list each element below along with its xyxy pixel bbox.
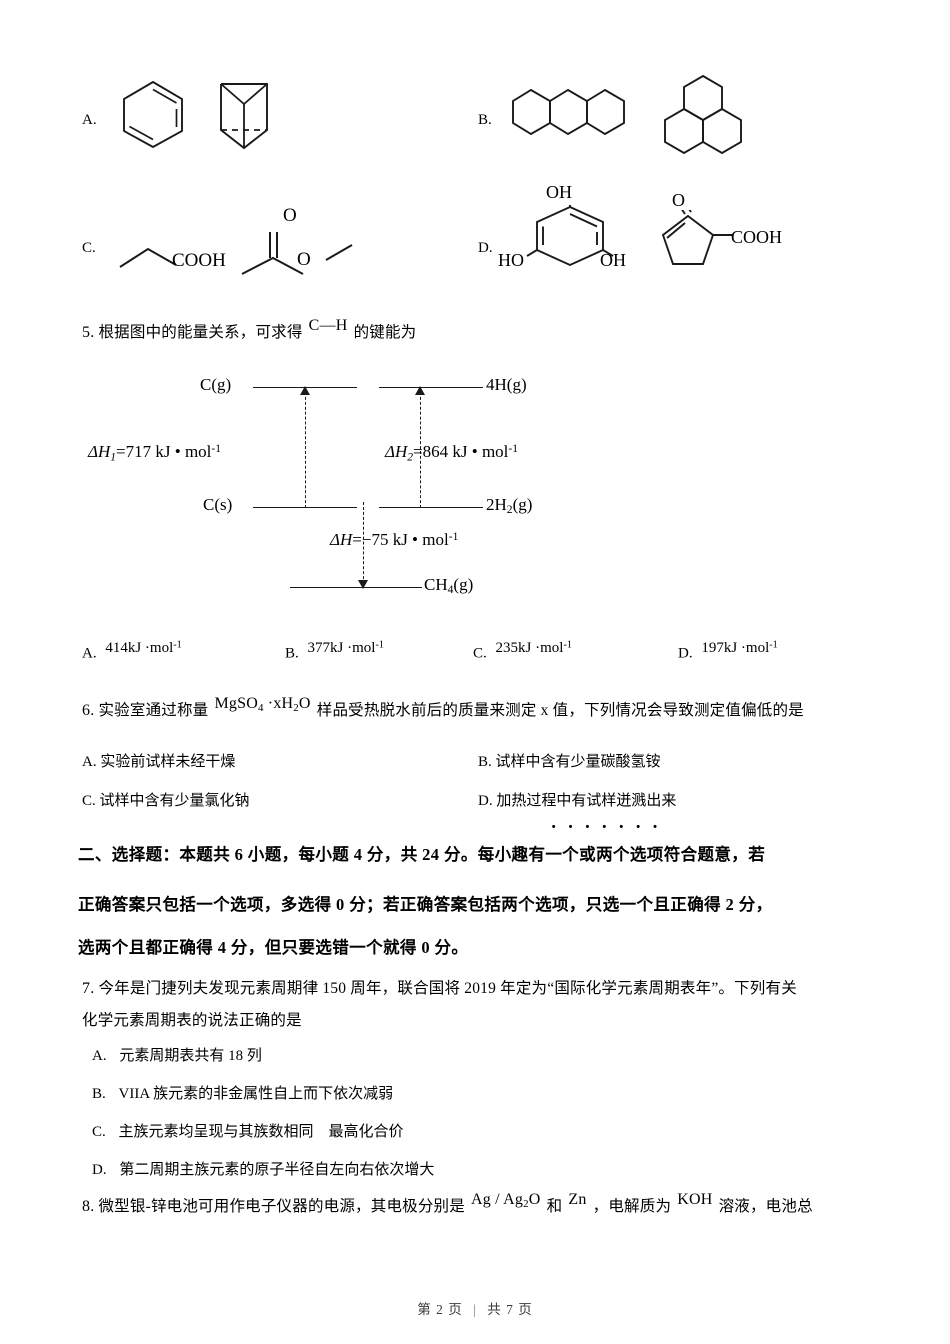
question-6-stem: 6. 实验室通过称量 MgSO4 ·xH2O 样品受热脱水前后的质量来测定 x … xyxy=(82,695,804,726)
question-7-number: 7. xyxy=(82,980,95,997)
question-5-option-c: C. 235kJ ·mol-1 xyxy=(473,639,572,662)
level-label-cg: C(g) xyxy=(200,375,232,394)
question-5-text-after: 的键能为 xyxy=(353,324,417,341)
level-label-ch4g: CH4(g) xyxy=(424,575,474,597)
question-7-stem-line-2: 化学元素周期表的说法正确的是 xyxy=(82,1012,302,1029)
section-2-line1-post: 符合题意，若 xyxy=(663,845,766,864)
cyclopentenone-ketone-o-label: O xyxy=(672,190,685,210)
emphasis-char: 个 xyxy=(613,835,630,875)
question-6-option-d: D. 加热过程中有试样迸溅出来 xyxy=(478,793,677,809)
question-8-formula-koh: KOH xyxy=(677,1191,713,1208)
question-7-option-c: C. 主族元素均呈现与其族数相同 最高化合价 xyxy=(92,1124,404,1140)
arrowhead-dh1 xyxy=(299,386,310,395)
dashed-line-dh xyxy=(363,502,364,584)
question-8-formula-ag-ag2o: Ag / Ag2O xyxy=(471,1191,541,1211)
section-2-line1-pre: 二、选择题：本题共 6 小题，每小题 4 分，共 24 分。每小趣有 xyxy=(78,845,546,864)
question-6-text-before: 实验室通过称量 xyxy=(98,702,209,719)
option-d-label: D. xyxy=(478,240,493,256)
section-2-heading-line-2: 正确答案只包括一个选项，多选得 0 分；若正确答案包括两个选项，只选一个且正确得… xyxy=(78,895,773,914)
delta-h1-label: ΔH1=717 kJ • mol-1 xyxy=(88,442,222,464)
footer-page-number: 2 xyxy=(436,1302,444,1317)
footer-total-number: 7 xyxy=(506,1302,514,1317)
question-6-option-b: B. 试样中含有少量碳酸氢铵 xyxy=(478,754,661,770)
question-5-formula-ch: C—H xyxy=(308,317,348,334)
footer-total-prefix: 共 xyxy=(487,1302,502,1317)
emphasis-char: 项 xyxy=(647,835,664,875)
question-5-option-b: B. 377kJ ·mol-1 xyxy=(285,639,384,662)
question-5-option-a: A. 414kJ ·mol-1 xyxy=(82,639,182,662)
question-7-stem-line-1: 7. 今年是门捷列夫发现元素周期律 150 周年，联合国将 2019 年定为“国… xyxy=(82,978,797,1000)
page-footer: 第 2 页 | 共 7 页 xyxy=(0,1298,950,1318)
emphasis-char: 选 xyxy=(630,835,647,875)
section-2-heading-line-1: 二、选择题：本题共 6 小题，每小题 4 分，共 24 分。每小趣有一个或两个选… xyxy=(78,835,765,875)
question-7-option-b: B. VIIA 族元素的非金属性自上而下依次减弱 xyxy=(92,1086,394,1102)
section-2-heading-line-3: 选两个且都正确得 4 分，但只要选错一个就得 0 分。 xyxy=(78,938,469,957)
footer-page-unit: 页 xyxy=(448,1302,463,1317)
dashed-line-dh1 xyxy=(305,392,306,508)
arrowhead-dh xyxy=(357,580,368,589)
footer-prefix: 第 xyxy=(417,1302,432,1317)
benzene-hexagon-icon xyxy=(123,80,183,148)
question-6-text-after: 样品受热脱水前后的质量来测定 x 值，下列情况会导致测定值偏低的是 xyxy=(316,702,804,719)
delta-h2-label: ΔH2=864 kJ • mol-1 xyxy=(385,442,519,464)
question-7-line1: 今年是门捷列夫发现元素周期律 150 周年，联合国将 2019 年定为“国际化学… xyxy=(98,980,797,997)
question-8-stem: 8. 微型银-锌电池可用作电子仪器的电源，其电极分别是 Ag / Ag2O 和 … xyxy=(82,1191,813,1222)
question-5-stem: 5. 根据图中的能量关系，可求得 C—H 的键能为 xyxy=(82,317,417,344)
question-7-option-d: D. 第二周期主族元素的原子半径自左向右依次增大 xyxy=(92,1162,435,1178)
propanoic-acid-cooh-label: COOH xyxy=(172,250,226,271)
phloroglucinol-ho-left-label: HO xyxy=(498,250,524,270)
dashed-line-dh2 xyxy=(420,392,421,508)
level-label-2h2g: 2H2(g) xyxy=(486,495,533,517)
emphasis-char: 个 xyxy=(562,835,579,875)
question-7-option-a: A. 元素周期表共有 18 列 xyxy=(92,1048,262,1064)
emphasis-char: 两 xyxy=(596,835,613,875)
level-line-4hg xyxy=(379,387,483,388)
question-8-text-mid-1: 和 xyxy=(546,1198,563,1215)
level-label-cs: C(s) xyxy=(203,495,233,514)
question-6-number: 6. xyxy=(82,702,95,719)
footer-total-unit: 页 xyxy=(518,1302,533,1317)
question-5-option-d: D. 197kJ ·mol-1 xyxy=(678,639,778,662)
emphasis-char: 或 xyxy=(579,835,596,875)
methyl-acetate-ester-o-label: O xyxy=(297,249,311,270)
question-8-number: 8. xyxy=(82,1198,95,1215)
methyl-acetate-carbonyl-o-label: O xyxy=(283,205,297,226)
option-c-label: C. xyxy=(82,240,96,256)
cyclopentenone-ring-icon xyxy=(661,210,733,265)
phloroglucinol-oh-top-label: OH xyxy=(546,182,572,202)
question-5-number: 5. xyxy=(82,324,95,341)
question-8-text-mid-2: ，电解质为 xyxy=(592,1198,672,1215)
phloroglucinol-oh-right-label: OH xyxy=(600,250,626,270)
anthracene-icon xyxy=(512,88,625,136)
option-b-label: B. xyxy=(478,112,492,128)
methyl-acetate-skeleton-icon xyxy=(241,232,353,275)
propanoic-acid-skeleton-icon xyxy=(119,247,177,268)
question-6-formula-mgso4: MgSO4 ·xH2O xyxy=(214,695,311,715)
footer-separator: | xyxy=(473,1302,477,1317)
question-8-text-after: 溶液，电池总 xyxy=(718,1198,813,1215)
cyclopentenone-cooh-label: COOH xyxy=(731,227,783,247)
arrowhead-dh2 xyxy=(414,386,425,395)
prismane-cage-icon xyxy=(220,83,268,150)
question-5-text-before: 根据图中的能量关系，可求得 xyxy=(98,324,303,341)
section-2-emphasis: 一个或两个选项 xyxy=(545,845,663,864)
emphasis-char: 一 xyxy=(545,835,562,875)
energy-level-diagram: C(g) 4H(g) C(s) 2H2(g) CH4(g) ΔH1=717 kJ… xyxy=(0,362,950,620)
level-line-2h2g xyxy=(379,507,483,508)
question-8-text-before: 微型银-锌电池可用作电子仪器的电源，其电极分别是 xyxy=(98,1198,465,1215)
option-a-label: A. xyxy=(82,112,97,128)
level-line-ch4g xyxy=(290,587,422,588)
phenalene-icon xyxy=(664,74,742,155)
delta-h-label: ΔH=−75 kJ • mol-1 xyxy=(330,530,459,550)
question-6-option-c: C. 试样中含有少量氯化钠 xyxy=(82,793,250,809)
question-8-formula-zn: Zn xyxy=(568,1191,587,1208)
phloroglucinol-ring-icon xyxy=(526,205,614,267)
question-6-option-a: A. 实验前试样未经干燥 xyxy=(82,754,236,770)
level-label-4hg: 4H(g) xyxy=(486,375,527,394)
